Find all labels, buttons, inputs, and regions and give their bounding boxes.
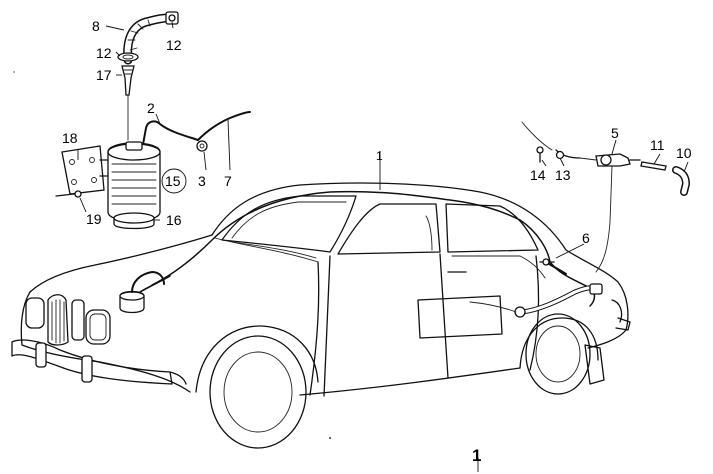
part-2-pipe — [141, 111, 251, 151]
part-5-filler-neck — [579, 153, 641, 167]
part-18-bracket — [61, 145, 109, 195]
callout-15-circle — [161, 168, 187, 194]
part-8-hose — [123, 13, 173, 65]
callout-6: 6 — [582, 230, 590, 246]
leader-lines — [77, 21, 689, 472]
callout-numbers: 8 12 12 17 2 18 3 7 15 19 16 1 5 11 10 1… — [62, 18, 692, 465]
callout-2: 2 — [147, 100, 155, 116]
part-19-screw — [55, 190, 82, 198]
part-13-clip — [555, 149, 581, 160]
part-6-filler-hose — [469, 258, 603, 318]
part-3-clip — [196, 140, 208, 152]
callout-16: 16 — [166, 212, 182, 228]
part-12-clamp-upper — [165, 11, 179, 25]
callout-14: 14 — [530, 167, 546, 183]
part-15-canister — [107, 141, 161, 222]
part-16-cap — [113, 212, 155, 230]
callout-8: 8 — [92, 18, 100, 34]
callout-18: 18 — [62, 130, 78, 146]
callout-15: 15 — [165, 173, 181, 189]
callout-11: 11 — [650, 137, 665, 153]
part-10-elbow — [672, 166, 690, 196]
car-illustration — [11, 182, 631, 449]
callout-7: 7 — [224, 173, 232, 189]
callout-19: 19 — [86, 211, 102, 227]
callout-10: 10 — [676, 145, 692, 161]
callout-13: 13 — [555, 167, 571, 183]
callout-1: 1 — [376, 149, 383, 163]
callout-17: 17 — [96, 67, 112, 83]
callout-3: 3 — [198, 173, 206, 189]
part-17-connector — [121, 65, 135, 96]
page-number: 1 — [472, 446, 481, 465]
callout-5: 5 — [611, 125, 619, 141]
part-11-tube — [640, 161, 667, 171]
callout-12-right: 12 — [166, 37, 182, 53]
part-14-screw — [536, 146, 544, 163]
part-12-clamp-lower — [117, 52, 139, 62]
canister-installed — [119, 271, 171, 314]
callout-12-left: 12 — [96, 45, 112, 61]
